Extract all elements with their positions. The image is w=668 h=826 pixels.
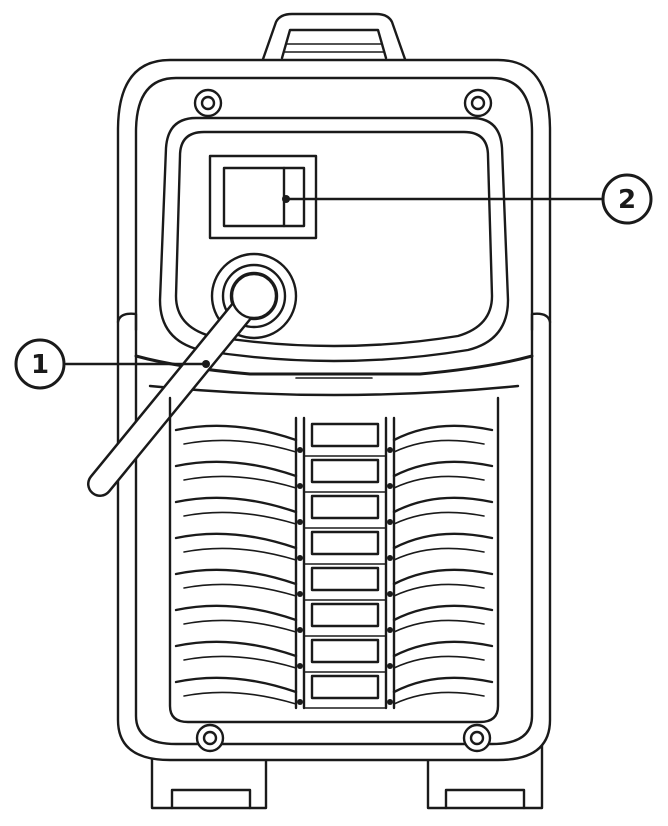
vent-slat-right — [392, 568, 494, 586]
rail-bead — [297, 591, 303, 597]
vent-slat-left — [174, 460, 298, 478]
vent-slat-left — [174, 532, 298, 550]
callout-2: 2 — [282, 173, 653, 225]
vent-slat-right-inner — [393, 691, 485, 705]
vent-slat-left-inner — [183, 511, 297, 525]
rail-bead — [387, 483, 393, 489]
rail-bead — [387, 555, 393, 561]
vent-slat-left — [174, 496, 298, 514]
screw-icon — [195, 723, 225, 753]
rail-bead — [297, 555, 303, 561]
vent-slat-right — [392, 604, 494, 622]
vent-slat-right — [392, 424, 494, 442]
rail-bead — [297, 519, 303, 525]
vent-slat-right-inner — [393, 439, 485, 453]
vent-center-block — [310, 566, 380, 592]
vent-slat-left — [174, 676, 298, 694]
vent-slat-left-inner — [183, 655, 297, 669]
rail-bead — [387, 447, 393, 453]
vent-slat-right — [392, 676, 494, 694]
rail-bead — [387, 699, 393, 705]
rail-bead — [387, 519, 393, 525]
vent-slat-left — [174, 424, 298, 442]
callout-1: 1 — [14, 338, 210, 390]
vent-slat-right — [392, 532, 494, 550]
vent-slat-left-inner — [183, 691, 297, 705]
vent-center-block — [310, 602, 380, 628]
feet — [150, 738, 544, 810]
vent-slat-left — [174, 568, 298, 586]
vent-slat-left — [174, 604, 298, 622]
vent-center-block — [310, 458, 380, 484]
carry-handle — [260, 12, 408, 64]
vent-slat-right-inner — [393, 511, 485, 525]
vent-center-block — [310, 638, 380, 664]
rail-bead — [297, 447, 303, 453]
screw-icon — [463, 88, 493, 118]
vent-slat-right-inner — [393, 655, 485, 669]
corner-screws — [193, 88, 493, 753]
vent-slat-left-inner — [183, 547, 297, 561]
vent-slat-right — [392, 460, 494, 478]
vent-slat-right — [392, 496, 494, 514]
screw-icon — [462, 723, 492, 753]
vent-center-block — [310, 422, 380, 448]
rail-bead — [297, 663, 303, 669]
vent-slat-right-inner — [393, 475, 485, 489]
rail-bead — [387, 627, 393, 633]
rail-bead — [297, 483, 303, 489]
screw-icon — [193, 88, 223, 118]
rail-bead — [387, 591, 393, 597]
callout-1-label: 1 — [31, 350, 49, 380]
housing — [116, 58, 552, 762]
vent-grille — [168, 396, 500, 724]
vent-center-block — [310, 674, 380, 700]
callout-2-label: 2 — [618, 185, 636, 215]
vent-slat-left-inner — [183, 475, 297, 489]
vent-slat-left-inner — [183, 439, 297, 453]
vent-slat-right-inner — [393, 619, 485, 633]
rail-bead — [297, 627, 303, 633]
rail-bead — [297, 699, 303, 705]
vent-slat-right — [392, 640, 494, 658]
power-switch — [208, 154, 318, 240]
vent-slat-left-inner — [183, 619, 297, 633]
rail-bead — [387, 663, 393, 669]
vent-center-block — [310, 494, 380, 520]
vent-slat-left — [174, 640, 298, 658]
power-cable — [87, 272, 278, 497]
vent-center-block — [310, 530, 380, 556]
vent-slat-right-inner — [393, 547, 485, 561]
vent-slat-right-inner — [393, 583, 485, 597]
vent-slat-left-inner — [183, 583, 297, 597]
